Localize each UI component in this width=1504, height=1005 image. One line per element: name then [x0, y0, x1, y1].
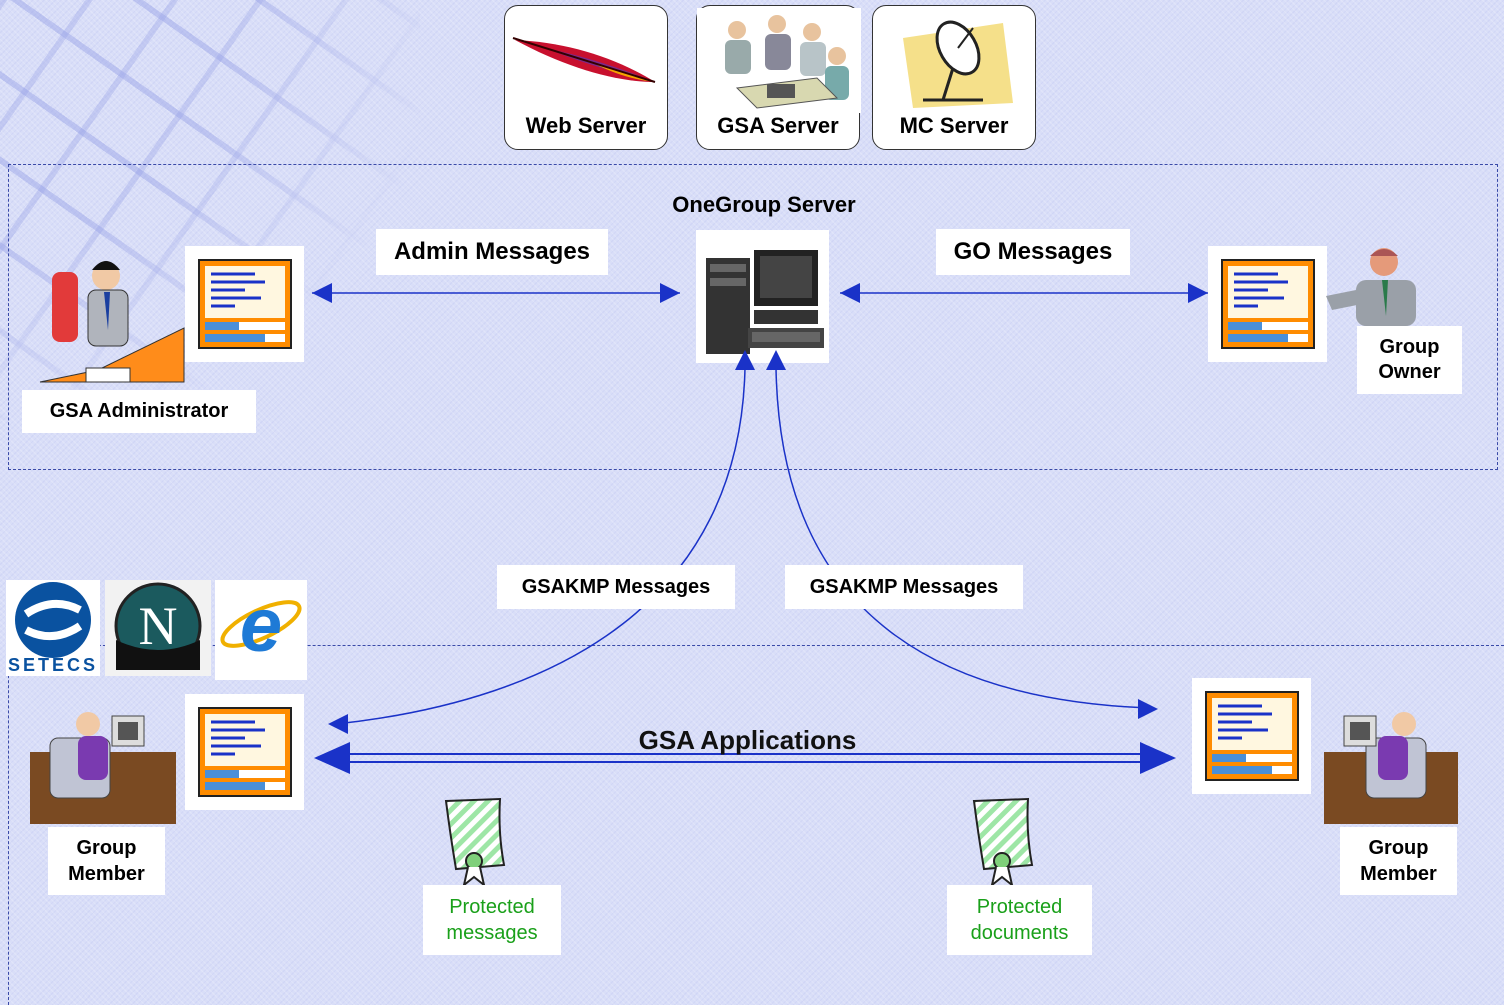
ie-logo-icon [220, 600, 302, 648]
member-right-monitor[interactable] [1192, 678, 1311, 794]
administrator-figure-icon [39, 261, 185, 383]
mc-server-card[interactable]: MC Server [872, 5, 1036, 150]
monitor-icon [1205, 691, 1299, 781]
certificate-scroll-right-icon [972, 797, 1034, 885]
group-member-right-figure-icon [1324, 712, 1458, 824]
group-owner-label: Group Owner [1357, 326, 1462, 394]
setecs-logo: SETECS [6, 580, 100, 676]
web-server-card[interactable]: Web Server [504, 5, 668, 150]
go-messages-label: GO Messages [936, 229, 1130, 275]
protected-messages-label: Protected messages [423, 885, 561, 955]
satellite-dish-icon [903, 20, 1013, 108]
certificate-scroll-left-icon [444, 797, 506, 885]
admin-messages-label: Admin Messages [376, 229, 608, 275]
group-owner-figure-icon [1326, 248, 1416, 326]
gsakmp-left-arrow [335, 367, 746, 725]
feather-icon [512, 37, 656, 83]
gsakmp-messages-left-label: GSAKMP Messages [497, 565, 735, 609]
computer-tower-icon [706, 250, 824, 354]
gsa-server-card[interactable]: GSA Server [696, 5, 861, 150]
monitor-icon [1221, 259, 1315, 349]
netscape-logo-icon [105, 580, 211, 676]
protected-documents-label: Protected documents [947, 885, 1092, 955]
server-zone-border [8, 164, 1498, 470]
gsakmp-right-arrow [775, 367, 1151, 709]
group-member-right-label: Group Member [1340, 827, 1457, 895]
internet-explorer-logo: e [215, 580, 307, 680]
member-left-monitor[interactable] [185, 694, 304, 810]
gsakmp-messages-right-label: GSAKMP Messages [785, 565, 1023, 609]
monitor-icon [198, 707, 292, 797]
group-member-left-figure-icon [30, 712, 176, 824]
onegroup-server-title: OneGroup Server [672, 192, 856, 217]
client-zone-border [8, 645, 1504, 1005]
team-meeting-icon [697, 8, 861, 113]
gsa-administrator-label: GSA Administrator [22, 390, 256, 433]
ie-logo-letter: e [239, 583, 283, 668]
mc-server-label: MC Server [899, 113, 1009, 138]
setecs-logo-text: SETECS [7, 655, 99, 675]
netscape-logo-letter: N [138, 596, 178, 656]
admin-monitor[interactable] [185, 246, 304, 362]
owner-monitor[interactable] [1208, 246, 1327, 362]
netscape-logo: N [105, 580, 211, 676]
onegroup-server-box[interactable] [696, 230, 829, 363]
group-member-left-label: Group Member [48, 827, 165, 895]
web-server-label: Web Server [525, 113, 647, 138]
gsa-server-label: GSA Server [717, 113, 839, 138]
gsa-applications-label: GSA Applications [638, 725, 857, 755]
monitor-icon [198, 259, 292, 349]
setecs-logo-icon [15, 582, 91, 658]
